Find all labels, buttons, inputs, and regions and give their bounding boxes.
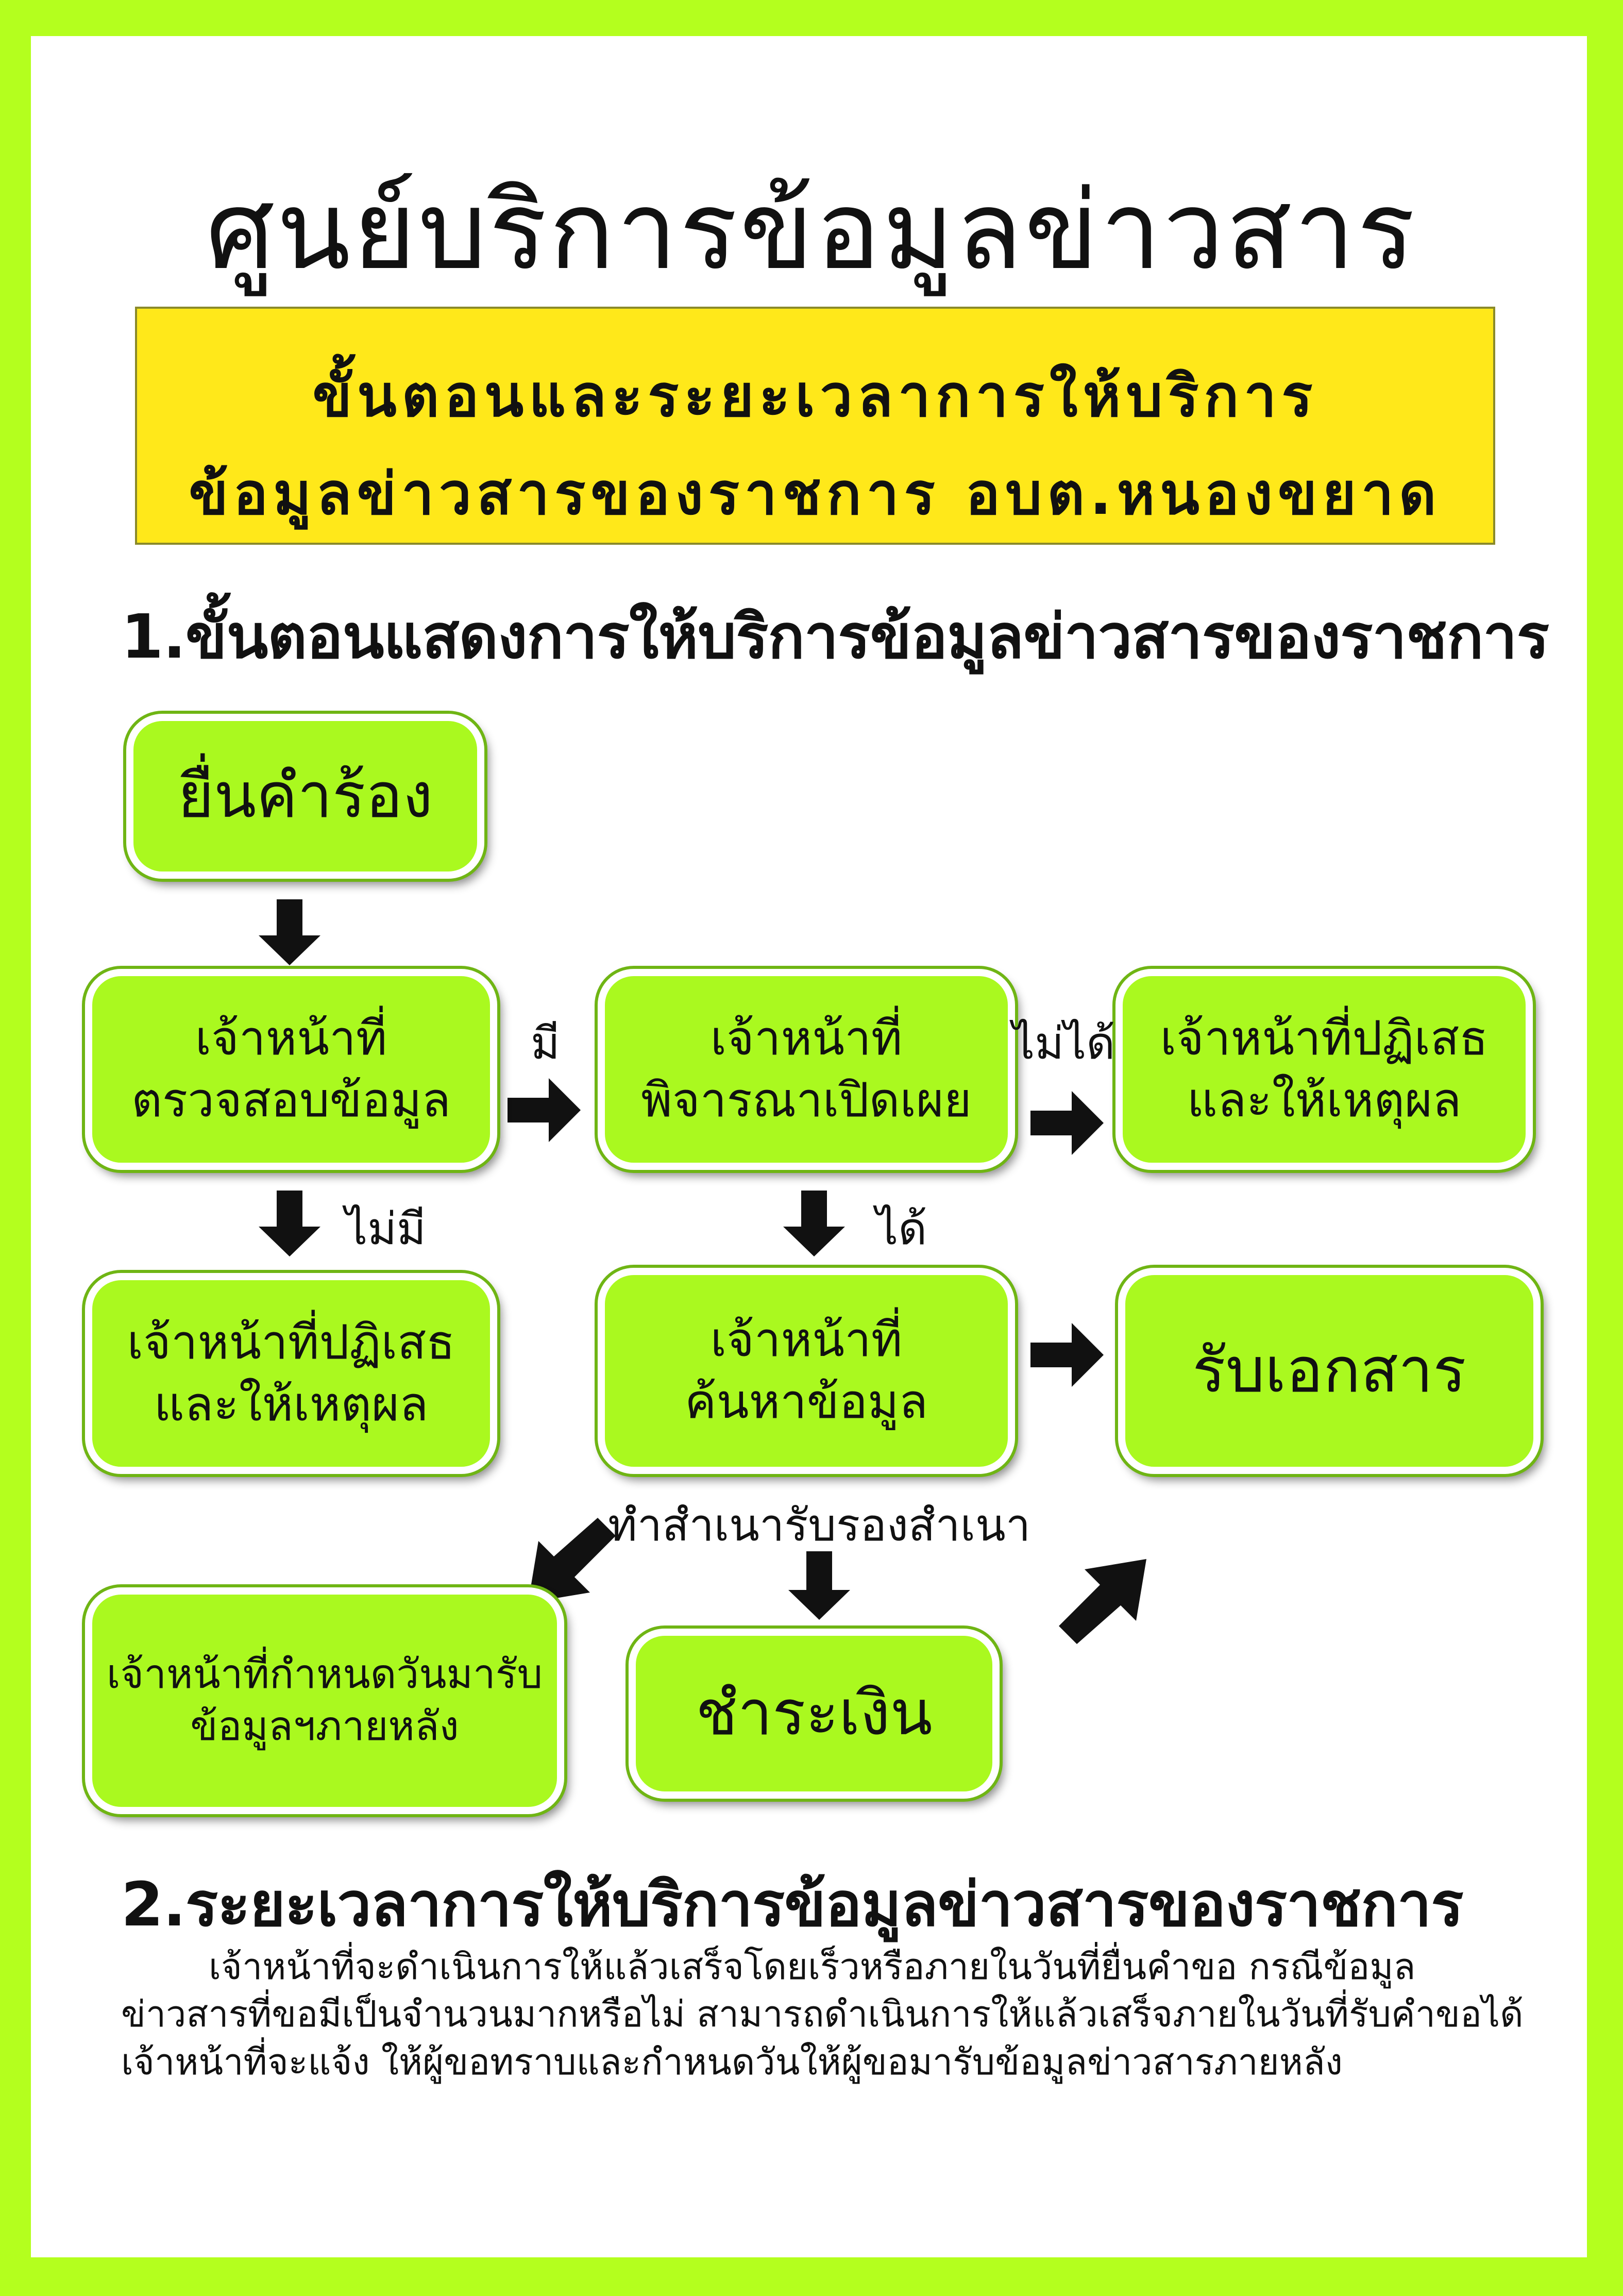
node-submit-request: ยื่นคำร้อง [126,714,484,879]
node-receive-document: รับเอกสาร [1118,1268,1541,1474]
subtitle-line-1: ขั้นตอนและระยะเวลาการให้บริการ [312,363,1318,430]
node-consider-text-2: พิจารณาเปิดเผย [641,1072,972,1128]
body-line-1: เจ้าหน้าที่จะดำเนินการให้แล้วเสร็จโดยเร็… [209,1946,1416,1988]
node-reject-right: เจ้าหน้าที่ปฏิเสธ และให้เหตุผล [1115,969,1533,1170]
section-2-body: เจ้าหน้าที่จะดำเนินการให้แล้วเสร็จโดยเร็… [121,1943,1553,2086]
arrow-consider-to-reject [1030,1091,1104,1155]
label-have: มี [531,1018,560,1069]
section-1-heading: 1.ขั้นตอนแสดงการให้บริการข้อมูลข่าวสารขอ… [121,601,1549,672]
node-consider-text-1: เจ้าหน้าที่ [710,1011,903,1066]
arrow-consider-to-search [783,1191,845,1256]
arrow-check-to-reject [259,1191,320,1256]
label-copy-certify: ทำสำเนารับรองสำเนา [608,1500,1031,1551]
arrow-pay-to-receive [1059,1559,1146,1644]
node-reject-left-text-1: เจ้าหน้าที่ปฏิเสธ [127,1315,455,1370]
node-reject-left-text-2: และให้เหตุผล [154,1377,429,1432]
node-schedule-text-1: เจ้าหน้าที่กำหนดวันมารับ [106,1651,543,1698]
subtitle-line-2: ข้อมูลข่าวสารของราชการ อบต.หนองขยาด [189,461,1442,528]
label-cannot: ไม่ได้ [1012,1018,1115,1069]
node-receive-text: รับเอกสาร [1192,1335,1466,1406]
arrow-search-to-pay [788,1551,850,1620]
node-consider-disclosure: เจ้าหน้าที่ พิจารณาเปิดเผย [598,969,1015,1170]
node-submit-text: ยื่นคำร้อง [177,760,433,832]
node-check-info: เจ้าหน้าที่ ตรวจสอบข้อมูล [85,969,497,1170]
section-2-heading: 2.ระยะเวลาการให้บริการข้อมูลข่าวสารของรา… [121,1869,1464,1940]
arrow-submit-to-check [259,899,320,965]
node-reject-right-text-1: เจ้าหน้าที่ปฏิเสธ [1160,1011,1489,1066]
node-search-text-1: เจ้าหน้าที่ [710,1312,903,1368]
page-title: ศูนย์บริการข้อมูลข่าวสาร [206,167,1417,294]
subtitle-box: ขั้นตอนและระยะเวลาการให้บริการ ข้อมูลข่า… [135,307,1495,545]
node-check-text-2: ตรวจสอบข้อมูล [131,1072,451,1128]
body-line-2: ข่าวสารที่ขอมีเป็นจำนวนมากหรือไม่ สามารถ… [121,1993,1524,2036]
arrow-check-to-consider [508,1078,581,1142]
node-schedule-text-2: ข้อมูลฯภายหลัง [190,1703,459,1750]
body-line-3: เจ้าหน้าที่จะแจ้ง ให้ผู้ขอทราบและกำหนดวั… [121,2040,1343,2083]
node-schedule-pickup: เจ้าหน้าที่กำหนดวันมารับ ข้อมูลฯภายหลัง [85,1587,564,1814]
arrow-search-to-schedule [528,1518,616,1603]
node-reject-left: เจ้าหน้าที่ปฏิเสธ และให้เหตุผล [85,1273,497,1474]
label-none: ไม่มี [345,1203,426,1255]
node-payment: ชำระเงิน [629,1629,1000,1799]
node-search-text-2: ค้นหาข้อมูล [685,1374,928,1429]
arrow-search-to-receive [1030,1323,1104,1387]
node-payment-text: ชำระเงิน [696,1678,933,1749]
node-reject-right-text-2: และให้เหตุผล [1187,1072,1462,1128]
node-search-info: เจ้าหน้าที่ ค้นหาข้อมูล [598,1268,1015,1474]
node-check-text-1: เจ้าหน้าที่ [195,1011,387,1066]
label-can: ได้ [876,1203,927,1255]
